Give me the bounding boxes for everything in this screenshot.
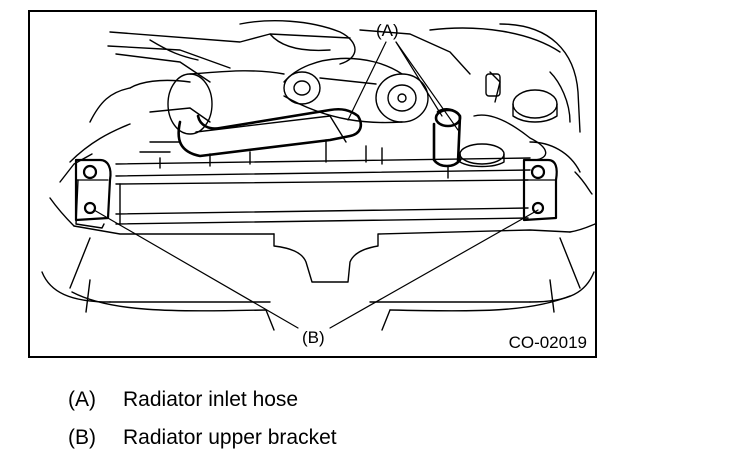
legend-item-b: (B) Radiator upper bracket — [68, 427, 337, 448]
callout-b-leaders — [93, 209, 539, 329]
radiator-core — [75, 139, 531, 229]
legend-item-a: (A) Radiator inlet hose — [68, 389, 298, 410]
figure-code: CO-02019 — [508, 333, 587, 352]
left-upper-bracket — [74, 158, 112, 222]
front-support-panel — [41, 197, 595, 331]
legend-key-b: (B) — [68, 426, 96, 449]
callout-a-leaders — [347, 41, 459, 131]
legend-text-b: Radiator upper bracket — [123, 426, 337, 449]
pulley-assembly — [167, 57, 429, 135]
callout-label-b: (B) — [302, 328, 325, 347]
engine-bay-line-drawing — [41, 20, 595, 331]
engine-components — [59, 20, 593, 195]
radiator-inlet-hose — [177, 107, 462, 168]
reservoir-tank — [459, 71, 558, 168]
right-upper-bracket — [522, 158, 558, 222]
radiator-illustration-frame: (A) (B) CO-02019 — [28, 10, 597, 358]
callout-label-a: (A) — [376, 21, 399, 40]
legend-key-a: (A) — [68, 388, 96, 411]
legend-text-a: Radiator inlet hose — [123, 388, 299, 411]
